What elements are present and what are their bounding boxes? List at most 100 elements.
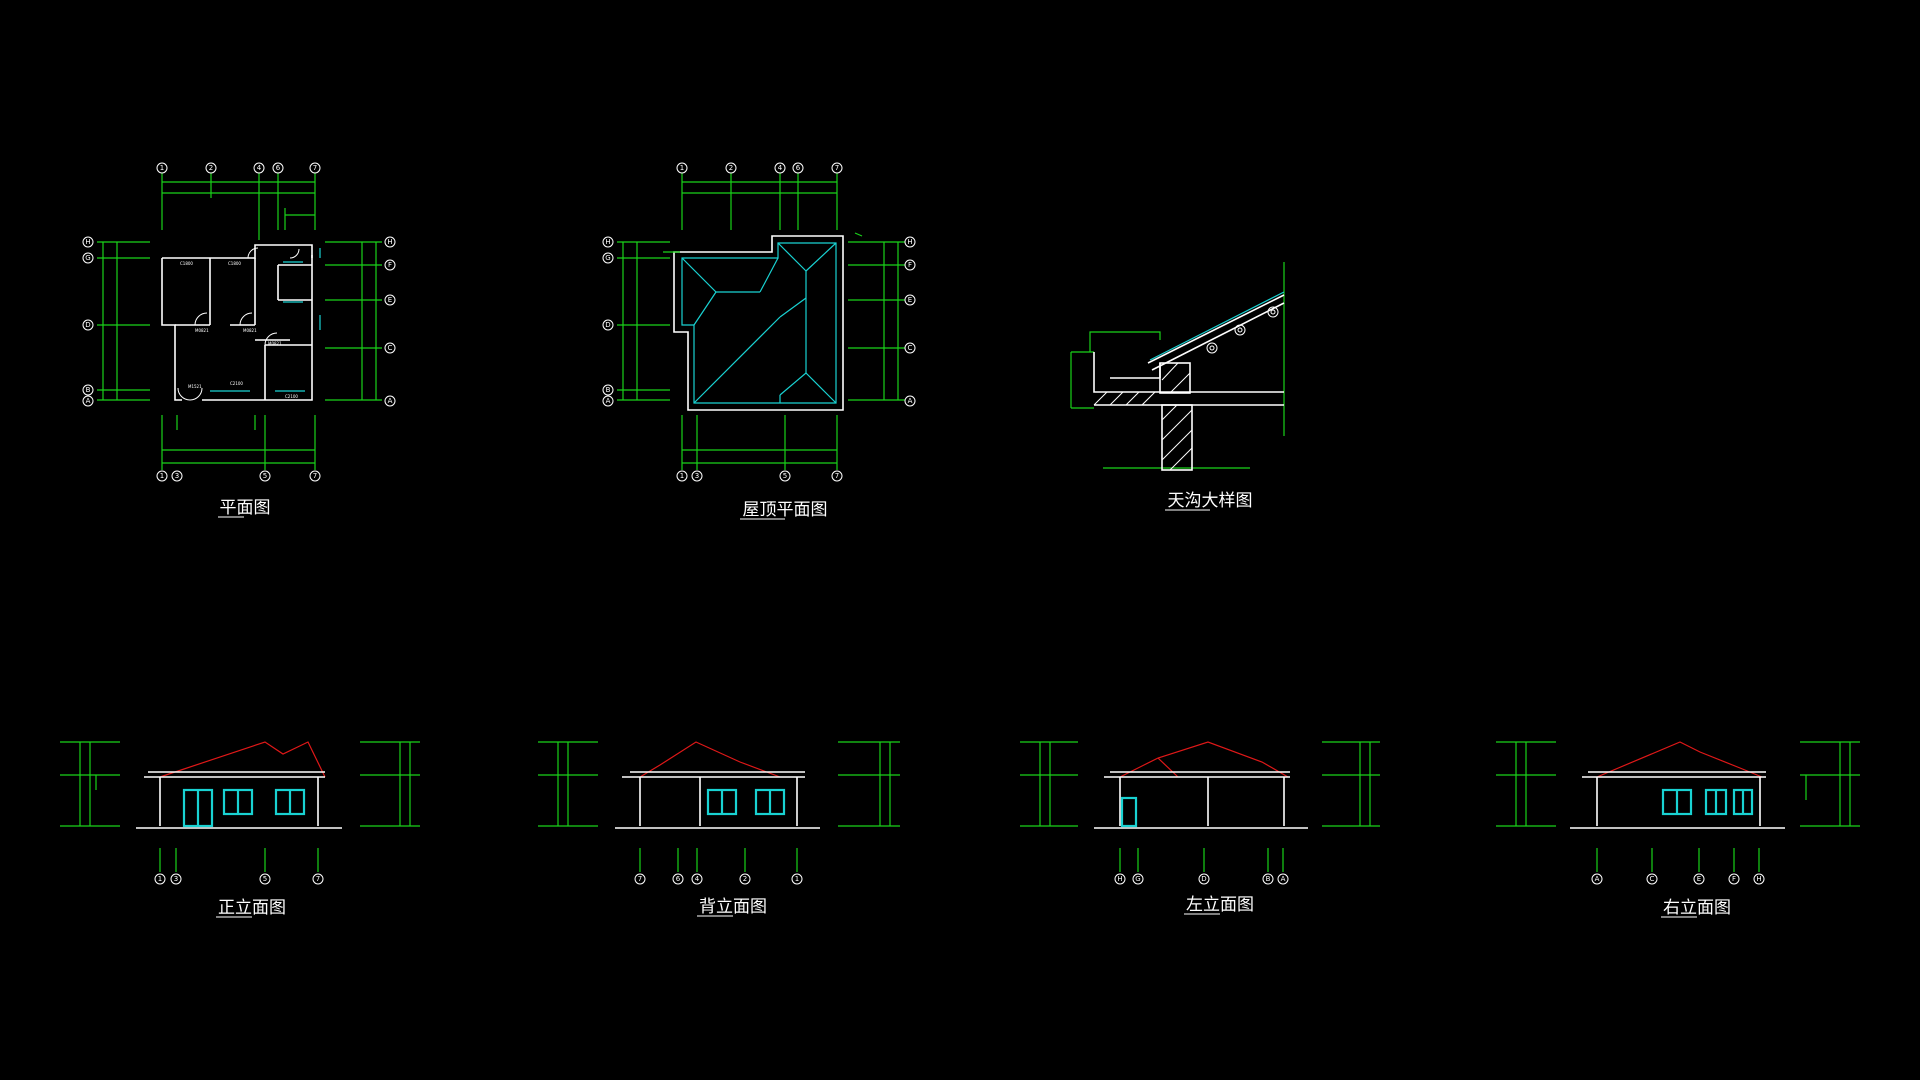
svg-text:7: 7 bbox=[313, 472, 317, 480]
axis-bubble: 1 bbox=[154, 873, 166, 885]
axis-bubble: B bbox=[1262, 873, 1274, 885]
left-openings bbox=[1120, 796, 1138, 828]
left-elevation-dims-right bbox=[1322, 741, 1380, 827]
axis-bubble: 2 bbox=[205, 162, 217, 174]
axis-bubble: B bbox=[602, 384, 614, 396]
back-axis-leaders bbox=[639, 848, 798, 872]
axis-bubble: 7 bbox=[831, 470, 843, 482]
svg-text:C: C bbox=[388, 344, 393, 352]
axis-bubble: 1 bbox=[156, 470, 168, 482]
axis-bubble: 6 bbox=[272, 162, 284, 174]
axis-bubble: 6 bbox=[792, 162, 804, 174]
axis-bubble: 4 bbox=[774, 162, 786, 174]
svg-text:C2100: C2100 bbox=[230, 381, 243, 386]
left-elevation: H G D B A 左立面图 bbox=[1020, 741, 1380, 915]
right-elevation: A C E F H 右立面图 bbox=[1496, 741, 1860, 918]
plan-bottom-dimensions bbox=[161, 415, 316, 470]
axis-bubble: 4 bbox=[253, 162, 265, 174]
axis-bubble: 7 bbox=[634, 873, 646, 885]
back-elevation: 7 6 4 2 1 背立面图 bbox=[538, 741, 900, 917]
svg-text:D: D bbox=[605, 321, 610, 329]
axis-bubble: C bbox=[384, 342, 396, 354]
svg-text:A: A bbox=[1281, 875, 1286, 883]
gutter-detail: 天沟大样图 bbox=[1070, 262, 1285, 511]
plan-axis-bottom: 1 3 5 7 bbox=[156, 470, 321, 482]
roof-axis-right: H F E C A bbox=[904, 236, 916, 407]
svg-text:6: 6 bbox=[676, 875, 681, 883]
right-elevation-dims-right bbox=[1800, 741, 1860, 827]
gutter-tiles bbox=[1149, 291, 1285, 361]
axis-bubble: 3 bbox=[691, 470, 703, 482]
svg-text:A: A bbox=[1595, 875, 1600, 883]
svg-text:2: 2 bbox=[729, 164, 733, 172]
axis-bubble: A bbox=[1591, 873, 1603, 885]
axis-bubble: 4 bbox=[691, 873, 703, 885]
axis-bubble: F bbox=[384, 259, 396, 271]
axis-bubble: G bbox=[1132, 873, 1144, 885]
svg-text:1: 1 bbox=[680, 164, 684, 172]
plan-axis-top: 1 2 4 6 7 bbox=[156, 162, 321, 174]
roof-bottom-dimensions bbox=[681, 415, 838, 470]
back-axes: 7 6 4 2 1 bbox=[634, 873, 803, 885]
axis-bubble: H bbox=[384, 236, 396, 248]
svg-text:7: 7 bbox=[316, 875, 320, 883]
svg-text:E: E bbox=[908, 296, 912, 304]
left-elevation-dims-left bbox=[1020, 741, 1078, 827]
svg-text:4: 4 bbox=[695, 875, 700, 883]
front-elevation-dims-right bbox=[360, 741, 420, 827]
back-roof bbox=[639, 741, 781, 778]
plan-axis-right: H F E C A bbox=[384, 236, 396, 407]
svg-text:D: D bbox=[85, 321, 90, 329]
axis-bubble: E bbox=[904, 294, 916, 306]
svg-text:F: F bbox=[388, 261, 392, 269]
plan-axis-left: H G D B A bbox=[82, 236, 94, 407]
svg-text:M0821: M0821 bbox=[243, 328, 257, 333]
plan-title: 平面图 bbox=[220, 498, 271, 518]
axis-bubble: A bbox=[82, 395, 94, 407]
axis-bubble: 1 bbox=[676, 162, 688, 174]
axis-bubble: H bbox=[1753, 873, 1765, 885]
front-axes: 1 3 5 7 bbox=[154, 873, 324, 885]
svg-text:5: 5 bbox=[783, 472, 787, 480]
svg-text:7: 7 bbox=[835, 164, 839, 172]
axis-bubble: 2 bbox=[725, 162, 737, 174]
right-openings bbox=[1661, 788, 1754, 816]
svg-text:B: B bbox=[86, 386, 91, 394]
svg-text:1: 1 bbox=[795, 875, 799, 883]
axis-bubble: 3 bbox=[170, 873, 182, 885]
svg-text:H: H bbox=[605, 238, 610, 246]
axis-bubble: C bbox=[904, 342, 916, 354]
axis-bubble: 5 bbox=[259, 470, 271, 482]
svg-text:D: D bbox=[1201, 875, 1206, 883]
svg-text:1: 1 bbox=[160, 472, 164, 480]
front-openings bbox=[182, 788, 306, 828]
plan-top-dimensions bbox=[161, 173, 316, 240]
roof-plan: 1 2 4 6 7 1 3 5 7 H G D B A H F E C A 屋顶… bbox=[602, 162, 916, 520]
axis-bubble: 6 bbox=[672, 873, 684, 885]
axis-bubble: 5 bbox=[259, 873, 271, 885]
axis-bubble: C bbox=[1646, 873, 1658, 885]
svg-text:4: 4 bbox=[778, 164, 783, 172]
axis-bubble: A bbox=[602, 395, 614, 407]
svg-text:6: 6 bbox=[276, 164, 281, 172]
svg-text:C1800: C1800 bbox=[180, 261, 193, 266]
roof-top-dimensions bbox=[681, 173, 838, 230]
back-body bbox=[615, 771, 820, 829]
svg-text:F: F bbox=[908, 261, 912, 269]
axis-bubble: F bbox=[1728, 873, 1740, 885]
roof-axis-bottom: 1 3 5 7 bbox=[676, 470, 843, 482]
svg-text:H: H bbox=[387, 238, 392, 246]
axis-bubble: 7 bbox=[831, 162, 843, 174]
axis-bubble: A bbox=[1277, 873, 1289, 885]
axis-bubble: E bbox=[384, 294, 396, 306]
axis-bubble: B bbox=[82, 384, 94, 396]
front-axis-leaders bbox=[159, 848, 319, 872]
plan-left-dimensions bbox=[97, 241, 150, 401]
svg-text:4: 4 bbox=[257, 164, 262, 172]
roof-outline bbox=[673, 235, 844, 411]
axis-bubble: A bbox=[904, 395, 916, 407]
svg-text:A: A bbox=[388, 397, 393, 405]
axis-bubble: 1 bbox=[676, 470, 688, 482]
